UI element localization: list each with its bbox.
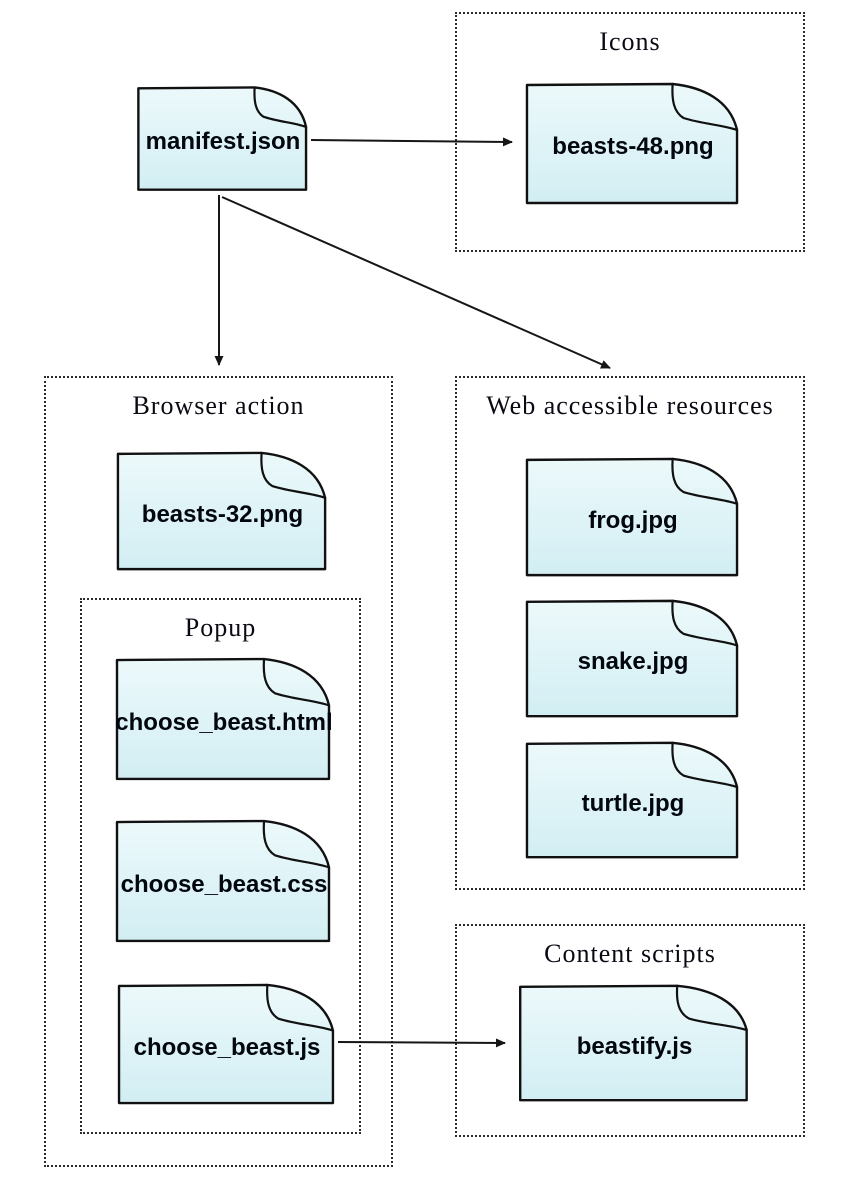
file-label: frog.jpg (588, 506, 678, 534)
file-turtle-jpg: turtle.jpg (524, 739, 742, 862)
file-beasts-32-png: beasts-32.png (115, 449, 330, 574)
file-note-icon (524, 597, 742, 721)
file-label: snake.jpg (577, 648, 689, 675)
file-label: beasts-32.png (141, 500, 304, 528)
group-title-content-scripts: Content scripts (544, 939, 716, 968)
file-snake-jpg: snake.jpg (524, 597, 742, 721)
group-icons: Icons beasts-48.png (455, 12, 805, 252)
file-note-icon (524, 455, 742, 580)
file-label: turtle.jpg (581, 789, 685, 817)
group-popup: Popup choose_beast.html choose_beast.css (80, 598, 361, 1134)
group-browser-action: Browser action beasts-32.png Popup choos… (44, 376, 393, 1167)
file-frog-jpg: frog.jpg (524, 455, 742, 580)
file-beasts-48-png: beasts-48.png (524, 80, 742, 208)
file-choose-beast-html: choose_beast.html (114, 655, 334, 784)
file-label: choose_beast.js (133, 1033, 321, 1061)
file-label: beasts-48.png (552, 133, 714, 160)
group-title-browser-action: Browser action (132, 391, 305, 420)
file-note-icon (524, 739, 742, 862)
file-note-icon (517, 982, 752, 1105)
file-note-icon (114, 817, 334, 946)
group-title-popup: Popup (184, 613, 257, 642)
file-label: beastify.js (576, 1032, 693, 1060)
file-note-icon (115, 449, 330, 574)
file-label: manifest.json (145, 128, 301, 155)
file-note-icon (116, 981, 338, 1108)
file-note-icon (114, 655, 334, 784)
group-content-scripts: Content scripts beastify.js (455, 924, 805, 1137)
file-note-icon (136, 84, 310, 194)
group-web-accessible-resources: Web accessible resources frog.jpg snake.… (455, 376, 805, 890)
group-title-icons: Icons (599, 27, 661, 56)
file-choose-beast-js: choose_beast.js (116, 981, 338, 1108)
file-beastify-js: beastify.js (517, 982, 752, 1105)
file-manifest-json: manifest.json (136, 84, 310, 194)
group-title-web-accessible-resources: Web accessible resources (486, 391, 774, 420)
file-choose-beast-css: choose_beast.css (114, 817, 334, 946)
file-label: choose_beast.html (115, 708, 333, 736)
file-note-icon (524, 80, 742, 208)
file-label: choose_beast.css (120, 870, 328, 898)
